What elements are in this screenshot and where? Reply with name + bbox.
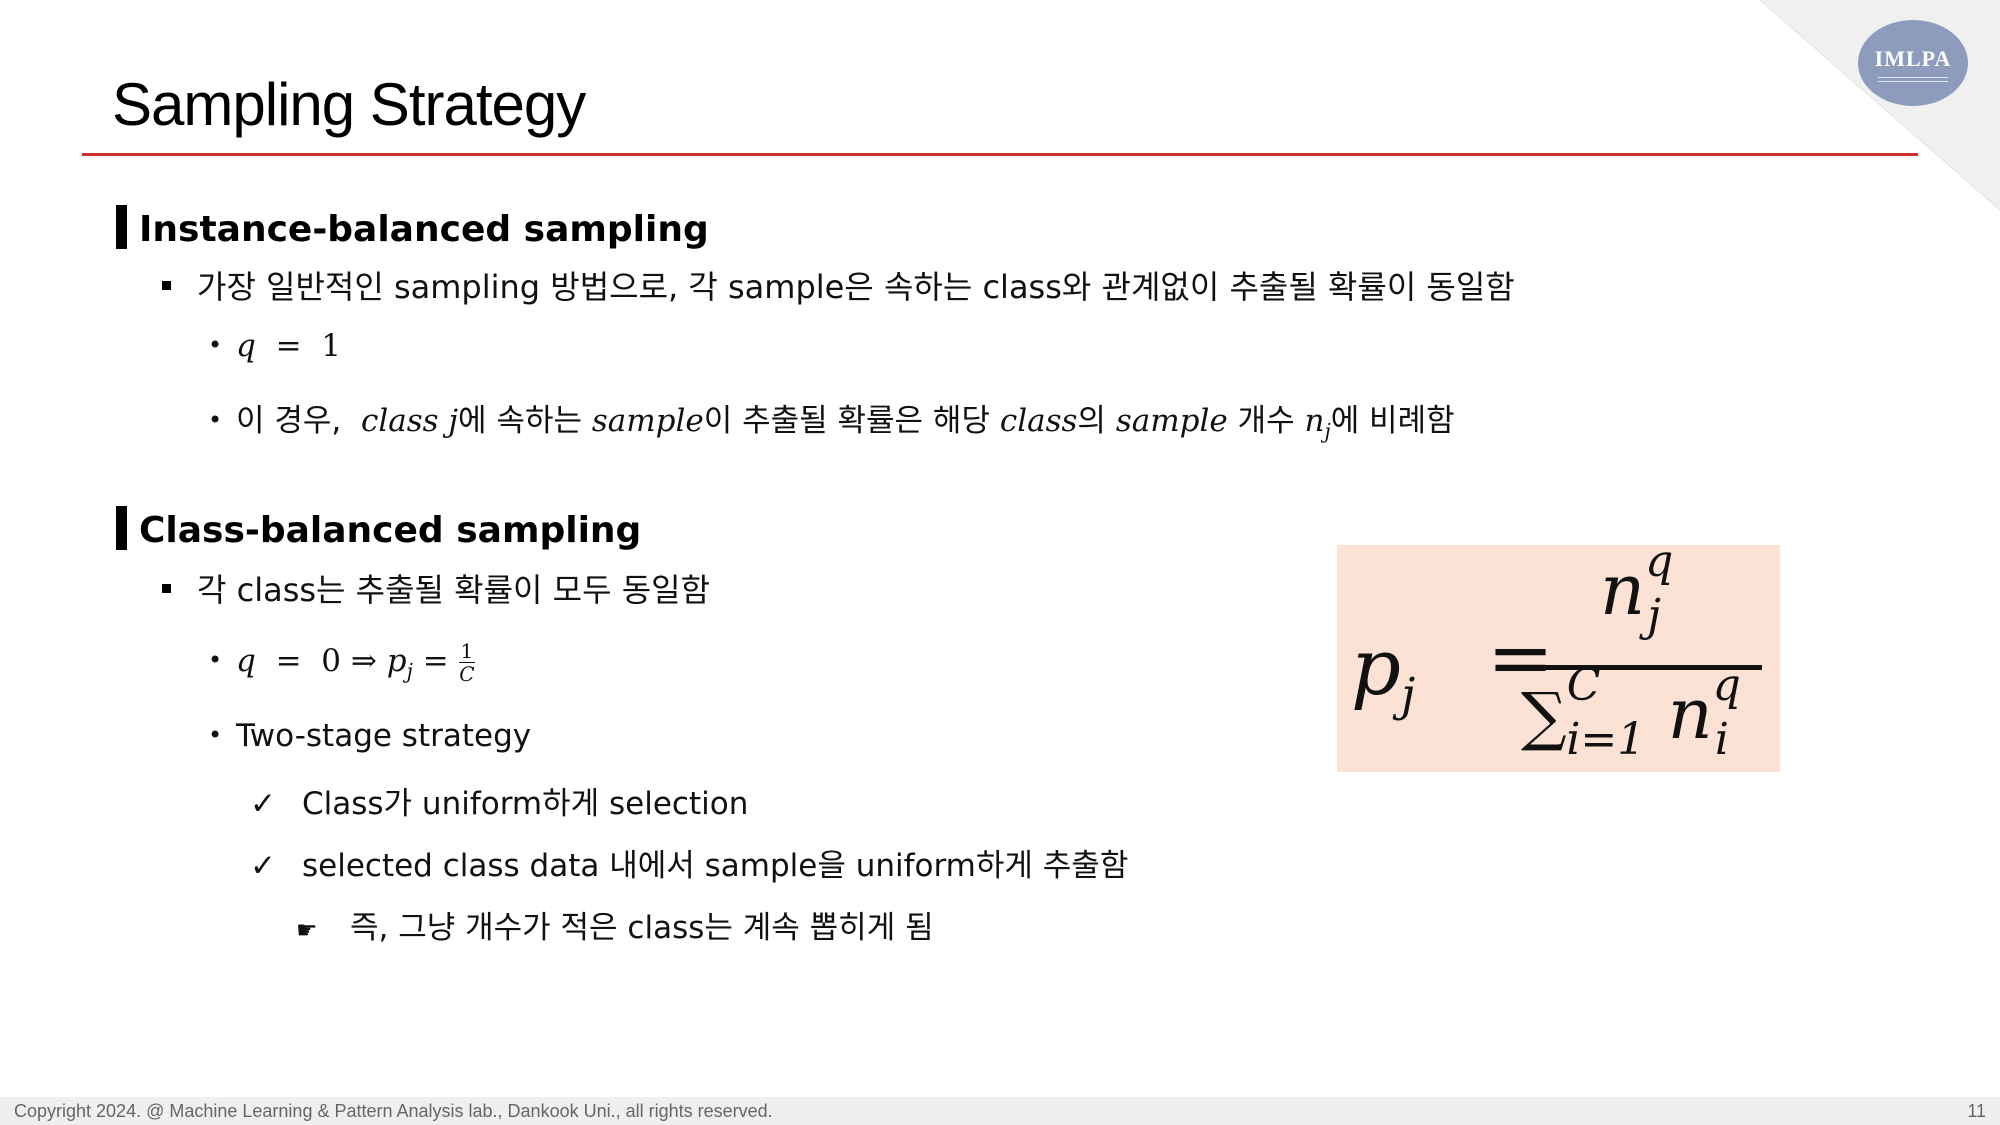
dot-bullet-icon: • [208, 406, 223, 434]
formula-equals: = [1487, 611, 1555, 704]
dot-bullet-icon: • [208, 721, 223, 749]
footer-bar: Copyright 2024. @ Machine Learning & Pat… [0, 1097, 2000, 1125]
bullet-text: 가장 일반적인 sampling 방법으로, 각 sample은 속하는 cla… [197, 268, 1515, 306]
fraction-bar [1522, 665, 1762, 670]
sub-bullet-two-stage: •Two-stage strategy [208, 718, 532, 754]
bullet-class: 각 class는 추출될 확률이 모두 동일함 [162, 565, 710, 611]
page-number: 11 [1967, 1101, 1986, 1121]
sub-bullet-proportional: •이 경우, class j에 속하는 sample이 추출될 확률은 해당 c… [208, 403, 1455, 444]
checkmark-icon: ✓ [250, 786, 276, 822]
bullet-instance: 가장 일반적인 sampling 방법으로, 각 sample은 속하는 cla… [162, 262, 1515, 308]
dot-bullet-icon: • [208, 646, 223, 674]
formula-denominator: ∑Ci=1 nqi [1521, 660, 1741, 765]
copyright-text: Copyright 2024. @ Machine Learning & Pat… [14, 1101, 773, 1121]
square-bullet-icon [162, 281, 171, 290]
check-item-1: ✓Class가 uniform하게 selection [250, 786, 749, 822]
heading-text: Class-balanced sampling [139, 510, 642, 551]
dot-bullet-icon: • [208, 331, 223, 359]
title-rule [82, 153, 1918, 156]
lab-logo: IMLPA [1858, 20, 1968, 106]
note-item: ☛즉, 그냥 개수가 적은 class는 계속 뽑히게 됨 [296, 910, 934, 946]
checkmark-icon: ✓ [250, 848, 276, 884]
formula-lhs: pj [1351, 623, 1416, 722]
section-heading-class: Class-balanced sampling [116, 506, 641, 551]
square-bullet-icon [162, 584, 171, 593]
pointing-hand-icon: ☛ [296, 916, 318, 944]
check-item-2: ✓selected class data 내에서 sample을 uniform… [250, 848, 1129, 884]
logo-text: IMLPA [1874, 46, 1952, 71]
section-heading-instance: Instance-balanced sampling [116, 205, 709, 250]
logo-subtitle-lines [1878, 74, 1948, 84]
sub-bullet-q1: •q = 1 [208, 328, 342, 364]
heading-bar-icon [116, 205, 127, 249]
heading-text: Instance-balanced sampling [139, 209, 709, 250]
formula-numerator: nqj [1600, 536, 1674, 641]
slide-title: Sampling Strategy [112, 71, 586, 138]
bullet-text: 각 class는 추출될 확률이 모두 동일함 [197, 571, 711, 609]
probability-formula: pj = nqj ∑Ci=1 nqi [1337, 536, 1780, 772]
heading-bar-icon [116, 506, 127, 550]
